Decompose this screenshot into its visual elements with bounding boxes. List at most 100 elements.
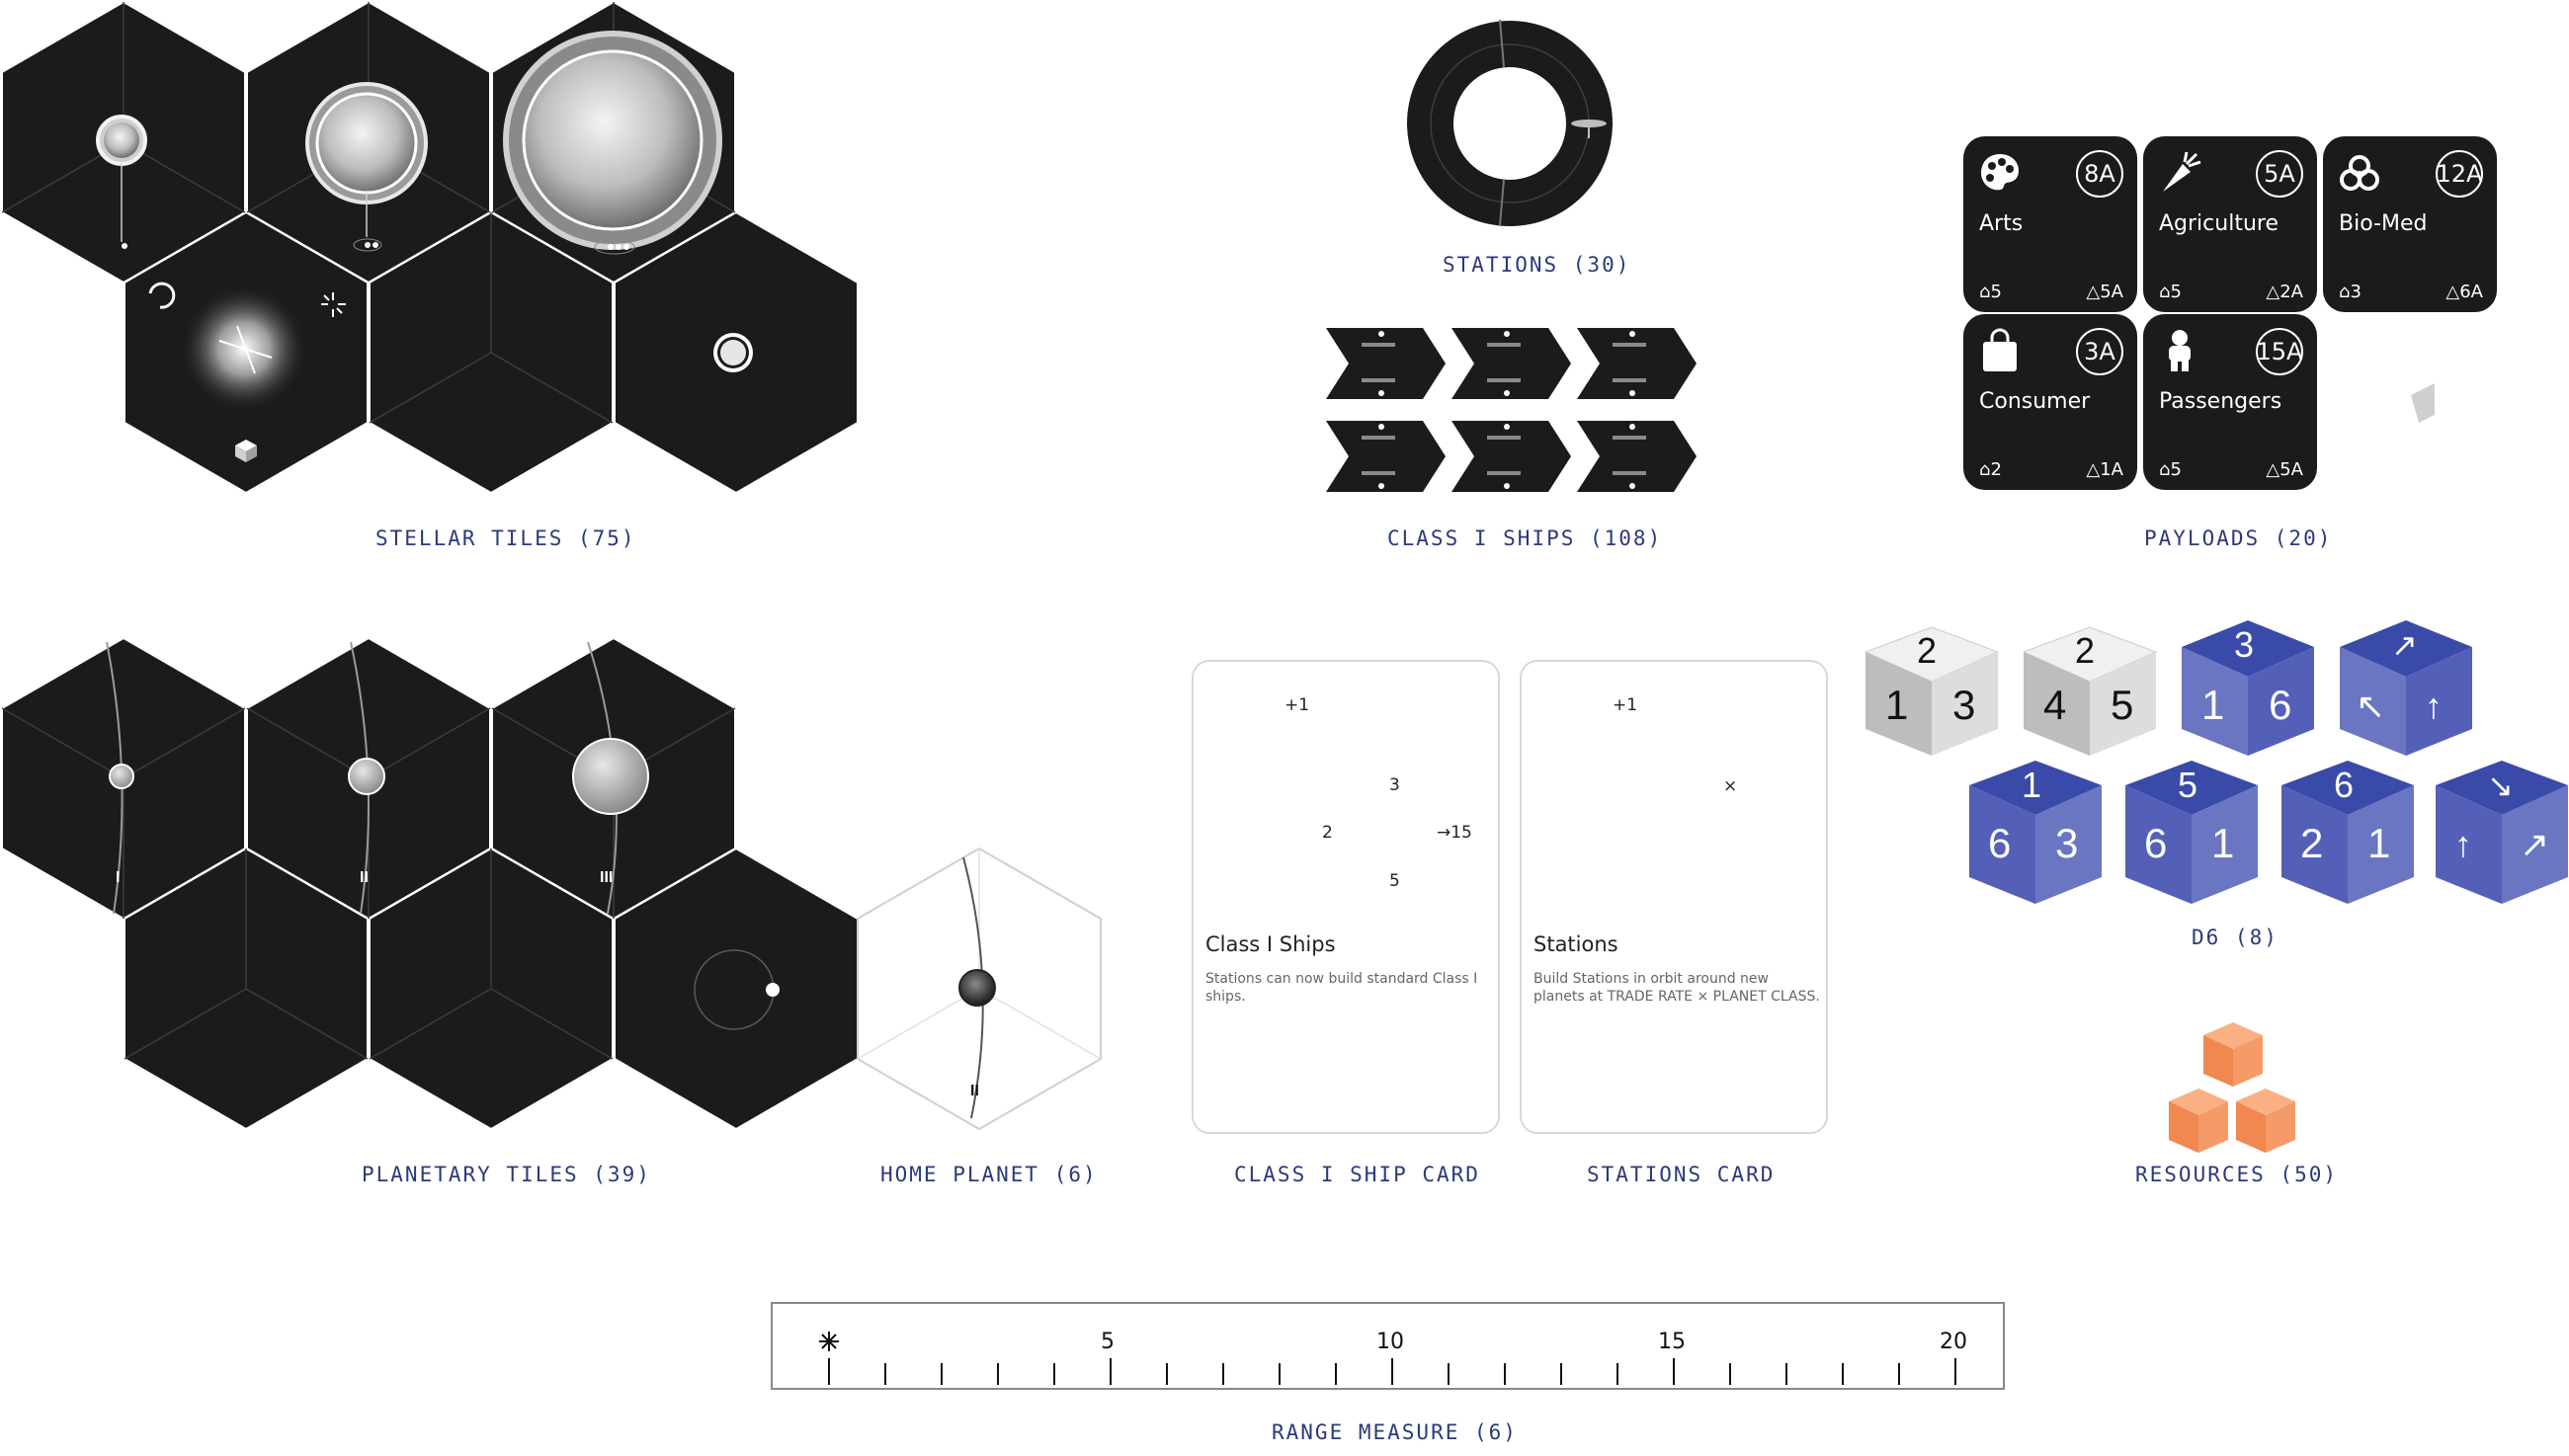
class-i-ships bbox=[1326, 328, 1697, 492]
payload-name: Passengers bbox=[2159, 389, 2282, 414]
die-face: 4 bbox=[2043, 682, 2067, 728]
ruler-label: 10 bbox=[1376, 1330, 1404, 1354]
caption-resources: RESOURCES (50) bbox=[2135, 1163, 2339, 1186]
card-description: Stations can now build standard Class I … bbox=[1205, 971, 1478, 1005]
payload-amount: 5A bbox=[2256, 150, 2303, 198]
die-face: 1 bbox=[2367, 820, 2391, 866]
die-face: ↖ bbox=[2356, 686, 2386, 726]
die-face: 2 bbox=[1917, 630, 1938, 671]
die-face: 3 bbox=[2055, 820, 2079, 866]
planet-class-1 bbox=[109, 764, 134, 789]
caption-d6: D6 (8) bbox=[2192, 926, 2279, 949]
payload-stat-right: △5A bbox=[2086, 282, 2123, 302]
ship-token bbox=[1326, 328, 1446, 399]
die-face: 2 bbox=[2075, 630, 2096, 671]
payload-amount: 8A bbox=[2076, 150, 2123, 198]
die-face: ↘ bbox=[2487, 768, 2514, 803]
die-face: 1 bbox=[2201, 682, 2225, 728]
payload-cube-icon bbox=[2387, 371, 2435, 423]
range-measure: 5 10 15 20 bbox=[771, 1302, 2005, 1390]
payload-stat-left: ⌂5 bbox=[2159, 459, 2182, 480]
die-face: 2 bbox=[2300, 820, 2324, 866]
payload-amount: 12A bbox=[2436, 150, 2483, 198]
ruler-label: 20 bbox=[1940, 1330, 1967, 1354]
payload-amount: 3A bbox=[2076, 328, 2123, 375]
card-value-15: →15 bbox=[1437, 823, 1472, 843]
planet-class-label: III bbox=[600, 869, 614, 886]
planet-class-label: I bbox=[116, 869, 121, 886]
ship-token bbox=[1577, 421, 1697, 492]
die-face: 1 bbox=[2211, 820, 2235, 866]
ship-token bbox=[1326, 421, 1446, 492]
planet-class-label: II bbox=[360, 869, 369, 886]
payload-stat-right: △6A bbox=[2445, 282, 2483, 302]
die-face: 3 bbox=[1952, 682, 1976, 728]
die-face: 5 bbox=[2111, 682, 2134, 728]
shopping-bag-icon bbox=[1983, 328, 2017, 371]
payload-card-bio-med: 12A Bio-Med ⌂3 △6A bbox=[2323, 136, 2497, 312]
die-face: 6 bbox=[2334, 765, 2355, 805]
payload-stat-left: ⌂2 bbox=[1979, 459, 2002, 480]
wormhole-icon bbox=[148, 282, 176, 309]
card-value-2: 2 bbox=[1322, 823, 1333, 843]
payload-stat-right: △1A bbox=[2086, 459, 2123, 480]
payload-card-agriculture: 5A Agriculture ⌂5 △2A bbox=[2143, 136, 2317, 312]
planet-class-3 bbox=[572, 738, 649, 815]
ruler-ticks bbox=[819, 1332, 1956, 1385]
caption-stations: STATIONS (30) bbox=[1443, 253, 1631, 277]
payload-stat-left: ⌂5 bbox=[1979, 282, 2002, 302]
ruler-label: 5 bbox=[1101, 1330, 1115, 1354]
payload-stat-right: △5A bbox=[2266, 459, 2303, 480]
die-face: ↑ bbox=[2454, 824, 2472, 864]
cube-icon bbox=[235, 440, 257, 462]
home-planet bbox=[958, 969, 996, 1007]
payload-stat-left: ⌂3 bbox=[2339, 282, 2362, 302]
card-description: Build Stations in orbit around new plane… bbox=[1533, 971, 1820, 1005]
caption-stations-card: STATIONS CARD bbox=[1587, 1163, 1776, 1186]
die-face: 6 bbox=[1988, 820, 2012, 866]
ship-token bbox=[1577, 328, 1697, 399]
caption-class-i-ships: CLASS I SHIPS (108) bbox=[1387, 526, 1663, 550]
die-face: 3 bbox=[2234, 624, 2255, 665]
payload-card-arts: 8A Arts ⌂5 △5A bbox=[1963, 136, 2137, 312]
payload-amount: 15A bbox=[2256, 328, 2303, 375]
card-value-3: 3 bbox=[1389, 775, 1400, 795]
die-face: ↑ bbox=[2425, 686, 2443, 726]
card-plus-one: +1 bbox=[1284, 695, 1310, 715]
carrot-icon bbox=[2163, 151, 2201, 192]
card-plus-one: +1 bbox=[1613, 695, 1638, 715]
d6-dice bbox=[1864, 620, 2568, 904]
stellar-tiles bbox=[1, 0, 859, 495]
card-title: Stations bbox=[1533, 932, 1618, 956]
home-planet-class-label: II bbox=[970, 1083, 979, 1099]
die-face: 1 bbox=[1885, 682, 1909, 728]
ruler-label: 15 bbox=[1658, 1330, 1686, 1354]
die-face: ↗ bbox=[2391, 627, 2418, 663]
caption-range-measure: RANGE MEASURE (6) bbox=[1272, 1420, 1518, 1444]
stations-card: +1 × Stations Build Stations in orbit ar… bbox=[1520, 660, 1828, 1134]
die-face: ↗ bbox=[2520, 824, 2550, 864]
star-icon bbox=[819, 1332, 839, 1351]
payload-stat-left: ⌂5 bbox=[2159, 282, 2182, 302]
payload-card-passengers: 15A Passengers ⌂5 △5A bbox=[2143, 314, 2317, 490]
payload-name: Arts bbox=[1979, 211, 2024, 236]
planet-class-2 bbox=[348, 758, 385, 795]
caption-payloads: PAYLOADS (20) bbox=[2144, 526, 2333, 550]
moon bbox=[766, 983, 780, 997]
caption-class-i-ship-card: CLASS I SHIP CARD bbox=[1234, 1163, 1480, 1186]
astronaut-icon bbox=[2169, 330, 2191, 371]
payload-name: Consumer bbox=[1979, 389, 2091, 414]
caption-stellar-tiles: STELLAR TILES (75) bbox=[375, 526, 636, 550]
sparkle-icon bbox=[321, 292, 346, 317]
caption-planetary-tiles: PLANETARY TILES (39) bbox=[362, 1163, 651, 1186]
die-face: 6 bbox=[2144, 820, 2168, 866]
payload-name: Agriculture bbox=[2159, 211, 2279, 236]
resource-cubes bbox=[2169, 1022, 2295, 1153]
payload-stat-right: △2A bbox=[2266, 282, 2303, 302]
caption-home-planet: HOME PLANET (6) bbox=[880, 1163, 1098, 1186]
ship-token bbox=[1451, 421, 1571, 492]
card-title: Class I Ships bbox=[1205, 932, 1336, 956]
class-i-ship-card: +1 3 2 →15 5 Class I Ships Stations can … bbox=[1192, 660, 1500, 1134]
die-face: 5 bbox=[2178, 765, 2198, 805]
card-times: × bbox=[1723, 776, 1738, 796]
